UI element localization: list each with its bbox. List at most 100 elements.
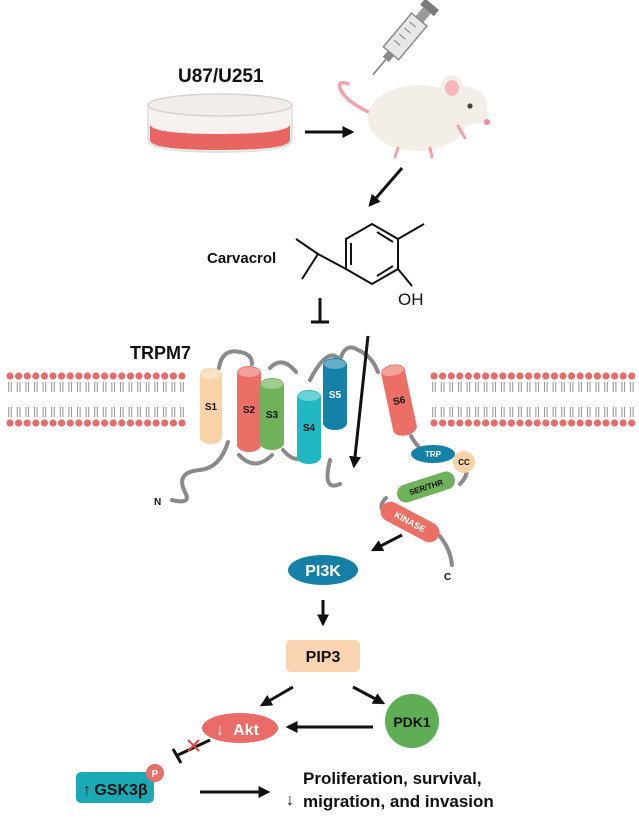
- kinase-domain: KINASE: [380, 501, 440, 543]
- lipid-head: [482, 419, 490, 427]
- lipid-head: [430, 372, 438, 380]
- lipid-head: [473, 372, 481, 380]
- arrow-pip3-to-pdk1: [352, 685, 386, 705]
- gsk3b-node: ↑ GSK3β: [76, 772, 154, 803]
- svg-text:TRP: TRP: [425, 450, 442, 459]
- pdk1-node: PDK1: [385, 694, 439, 748]
- lipid-head: [161, 419, 169, 427]
- lipid-head: [464, 419, 472, 427]
- petri-dish-icon: [147, 93, 293, 153]
- lipid-head: [135, 372, 143, 380]
- lipid-head: [101, 419, 109, 427]
- mouse-icon: [337, 75, 490, 159]
- cell-membrane: [6, 372, 636, 427]
- lipid-head: [473, 419, 481, 427]
- lipid-head: [499, 419, 507, 427]
- lipid-head: [533, 419, 541, 427]
- helix-s5: S5: [323, 358, 347, 430]
- syringe-icon: [372, 0, 440, 76]
- svg-text:PDK1: PDK1: [393, 714, 431, 730]
- lipid-head: [144, 372, 152, 380]
- carvacrol-label: Carvacrol: [207, 250, 276, 267]
- arrow-mouse-to-carvacrol: [368, 167, 404, 207]
- lipid-head: [568, 372, 576, 380]
- lipid-head: [178, 419, 186, 427]
- lipid-head: [126, 419, 134, 427]
- lipid-head: [542, 419, 550, 427]
- lipid-head: [75, 372, 83, 380]
- lipid-head: [516, 372, 524, 380]
- lipid-head: [83, 372, 91, 380]
- helix-s6: S6: [381, 364, 417, 436]
- cell-line-label: U87/U251: [178, 66, 264, 87]
- lipid-head: [550, 419, 559, 427]
- gsk3b-up-arrow: ↑: [83, 782, 91, 799]
- svg-text:S1: S1: [205, 402, 218, 413]
- arrow-kinase-to-pi3k: [370, 533, 403, 552]
- lipid-head: [169, 372, 177, 380]
- lipid-head: [126, 372, 134, 380]
- lipid-head: [611, 372, 619, 380]
- lipid-head: [66, 372, 74, 380]
- lipid-head: [118, 372, 126, 380]
- lipid-head: [75, 419, 83, 427]
- lipid-head: [152, 372, 160, 380]
- lipid-head: [109, 419, 117, 427]
- lipid-head: [83, 419, 91, 427]
- lipid-head: [550, 372, 559, 380]
- lipid-head: [135, 419, 143, 427]
- cc-domain: CC: [453, 451, 475, 473]
- lipid-head: [525, 419, 533, 427]
- n-terminus-label: N: [154, 497, 161, 508]
- lipid-head: [23, 419, 31, 427]
- svg-text:Akt: Akt: [233, 722, 259, 739]
- lipid-head: [628, 419, 636, 427]
- lipid-head: [439, 419, 447, 427]
- svg-text:S3: S3: [266, 410, 279, 421]
- lipid-head: [6, 372, 14, 380]
- lipid-head: [542, 372, 550, 380]
- lipid-head: [447, 419, 455, 427]
- outcome-line-2: migration, and invasion: [303, 792, 494, 811]
- pip3-node: PIP3: [286, 640, 360, 672]
- lipid-head: [611, 419, 619, 427]
- lipid-head: [490, 372, 498, 380]
- arrow-pip3-to-akt: [259, 685, 294, 707]
- lipid-head: [525, 372, 533, 380]
- lipid-head: [49, 372, 57, 380]
- lipid-head: [499, 372, 507, 380]
- svg-text:S5: S5: [329, 390, 342, 401]
- pi3k-node: PI3K: [288, 555, 358, 585]
- lipid-head: [559, 419, 567, 427]
- helix-s2: S2: [237, 366, 261, 452]
- lipid-head: [456, 419, 464, 427]
- ser-thr-domain: SER/THR: [397, 471, 455, 503]
- helix-s1: S1: [200, 368, 222, 444]
- lipid-head: [101, 372, 109, 380]
- svg-text:GSK3β: GSK3β: [94, 782, 148, 799]
- hydroxyl-label: OH: [398, 290, 424, 309]
- lipid-head: [533, 372, 541, 380]
- helix-s4: S4: [297, 390, 321, 464]
- outcome-down-arrow: ↓: [286, 792, 294, 809]
- blocked-inhibition: [171, 738, 211, 764]
- helix-s3: S3: [260, 378, 284, 450]
- lipid-head: [447, 372, 455, 380]
- phospho-badge: P: [146, 764, 164, 782]
- carvacrol-structure: [295, 222, 425, 287]
- lipid-head: [430, 419, 438, 427]
- lipid-head: [490, 419, 498, 427]
- outcome-line-1: Proliferation, survival,: [303, 769, 482, 788]
- lipid-head: [585, 372, 593, 380]
- lipid-head: [568, 419, 576, 427]
- lipid-head: [40, 419, 49, 427]
- lipid-head: [32, 372, 40, 380]
- lipid-head: [602, 419, 610, 427]
- svg-text:PIP3: PIP3: [306, 649, 341, 666]
- lipid-head: [602, 372, 610, 380]
- lipid-head: [628, 372, 636, 380]
- lipid-head: [15, 372, 23, 380]
- lipid-head: [619, 419, 627, 427]
- lipid-head: [92, 372, 100, 380]
